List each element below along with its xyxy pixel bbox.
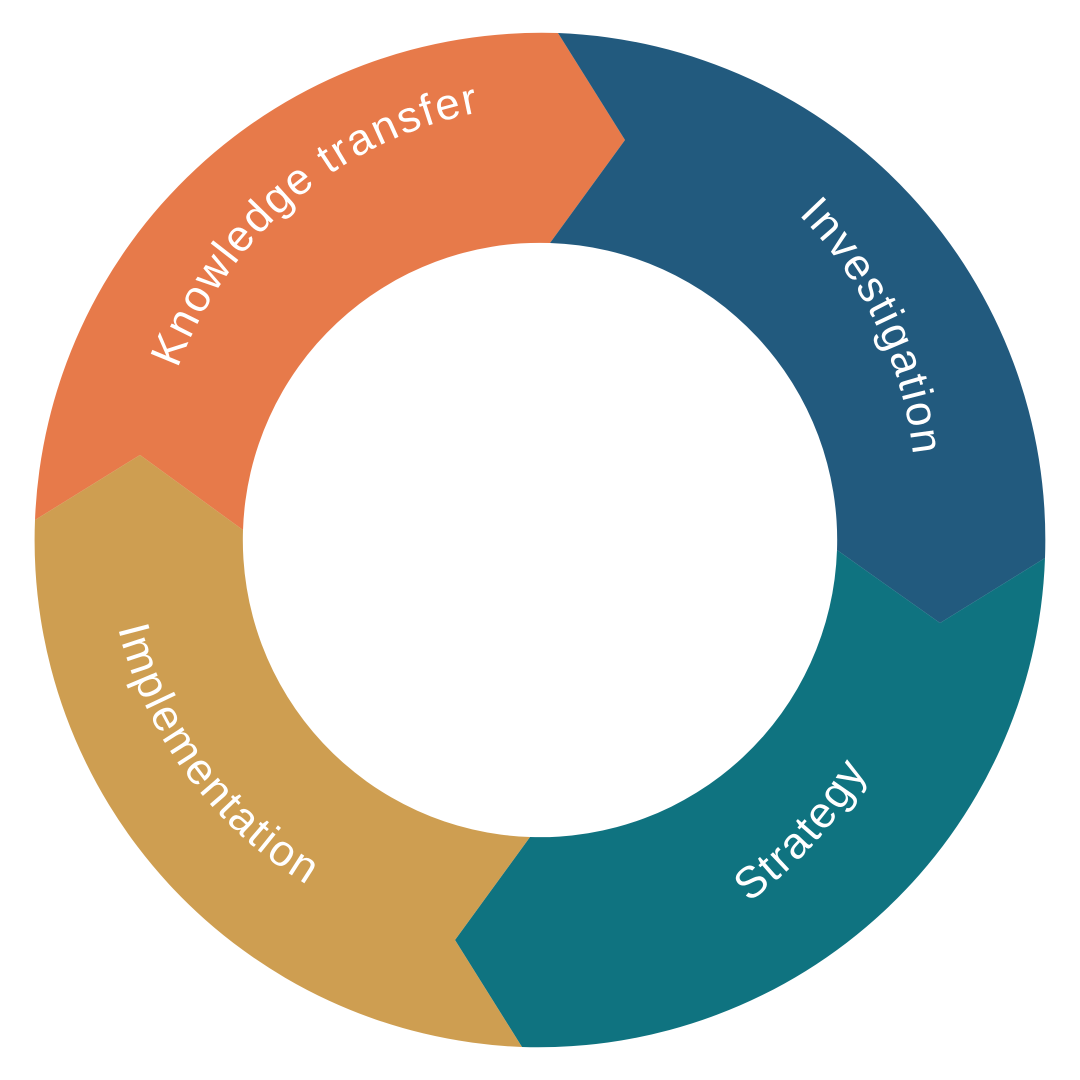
segment-investigation bbox=[550, 33, 1046, 623]
segment-knowledge-transfer bbox=[35, 32, 625, 530]
segment-strategy bbox=[455, 550, 1045, 1048]
segment-implementation bbox=[34, 455, 530, 1047]
